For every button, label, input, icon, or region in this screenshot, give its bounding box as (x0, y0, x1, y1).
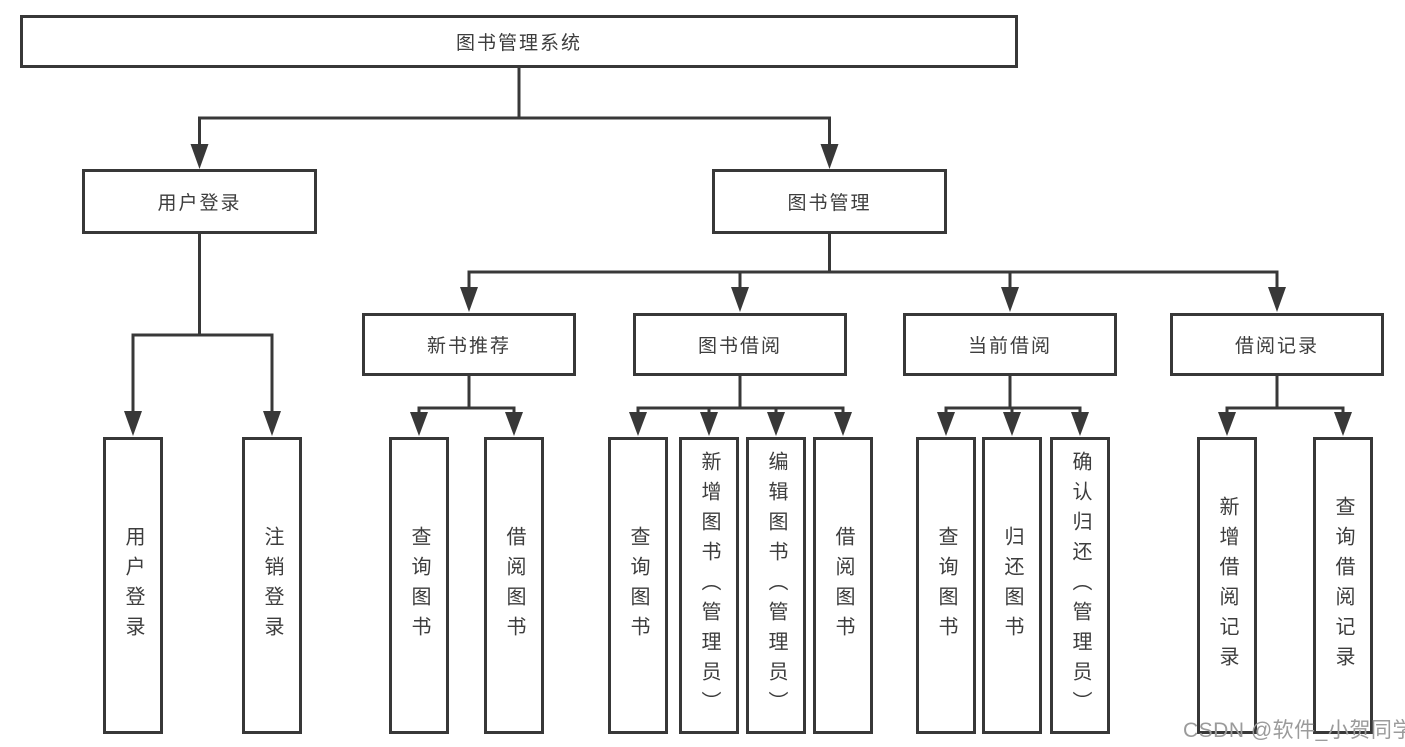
node-label: 新书推荐 (426, 336, 511, 357)
node-label: 图书管理 (787, 193, 872, 214)
leaf-query-books-recommend: 查询图书 (389, 437, 449, 734)
node-label: 借阅图书 (503, 525, 525, 646)
node-book-management: 图书管理 (712, 169, 947, 234)
node-label: 查询图书 (408, 525, 430, 646)
node-new-book-recommendation: 新书推荐 (362, 313, 576, 376)
node-label: 确认归还（管理员） (1069, 450, 1091, 721)
node-user-login: 用户登录 (82, 169, 317, 234)
leaf-query-borrow-record: 查询借阅记录 (1313, 437, 1373, 734)
node-label: 查询图书 (627, 525, 649, 646)
node-label: 新增图书（管理员） (698, 450, 720, 721)
leaf-edit-books-admin: 编辑图书（管理员） (746, 437, 806, 734)
leaf-query-books-borrow: 查询图书 (608, 437, 668, 734)
node-label: 用户登录 (122, 525, 144, 646)
leaf-add-books-admin: 新增图书（管理员） (679, 437, 739, 734)
leaf-query-books-current: 查询图书 (916, 437, 976, 734)
leaf-borrow-books-recommend: 借阅图书 (484, 437, 544, 734)
watermark-text: CSDN @软件_小贺同学 (1183, 719, 1405, 742)
node-label: 新增借阅记录 (1216, 495, 1238, 676)
node-label: 图书管理系统 (455, 33, 582, 54)
node-library-management-system: 图书管理系统 (20, 15, 1018, 68)
node-label: 借阅图书 (832, 525, 854, 646)
leaf-logout: 注销登录 (242, 437, 302, 734)
node-label: 查询借阅记录 (1332, 495, 1354, 676)
node-book-borrowing: 图书借阅 (633, 313, 847, 376)
node-borrowing-records: 借阅记录 (1170, 313, 1384, 376)
node-label: 借阅记录 (1234, 336, 1319, 357)
node-label: 用户登录 (157, 193, 242, 214)
leaf-return-books: 归还图书 (982, 437, 1042, 734)
node-label: 编辑图书（管理员） (765, 450, 787, 721)
leaf-confirm-return-admin: 确认归还（管理员） (1050, 437, 1110, 734)
node-label: 图书借阅 (697, 336, 782, 357)
leaf-user-login: 用户登录 (103, 437, 163, 734)
node-label: 归还图书 (1001, 525, 1023, 646)
node-current-borrowing: 当前借阅 (903, 313, 1117, 376)
leaf-add-borrow-record: 新增借阅记录 (1197, 437, 1257, 734)
node-label: 当前借阅 (967, 336, 1052, 357)
leaf-borrow-books: 借阅图书 (813, 437, 873, 734)
node-label: 查询图书 (935, 525, 957, 646)
node-label: 注销登录 (261, 525, 283, 646)
